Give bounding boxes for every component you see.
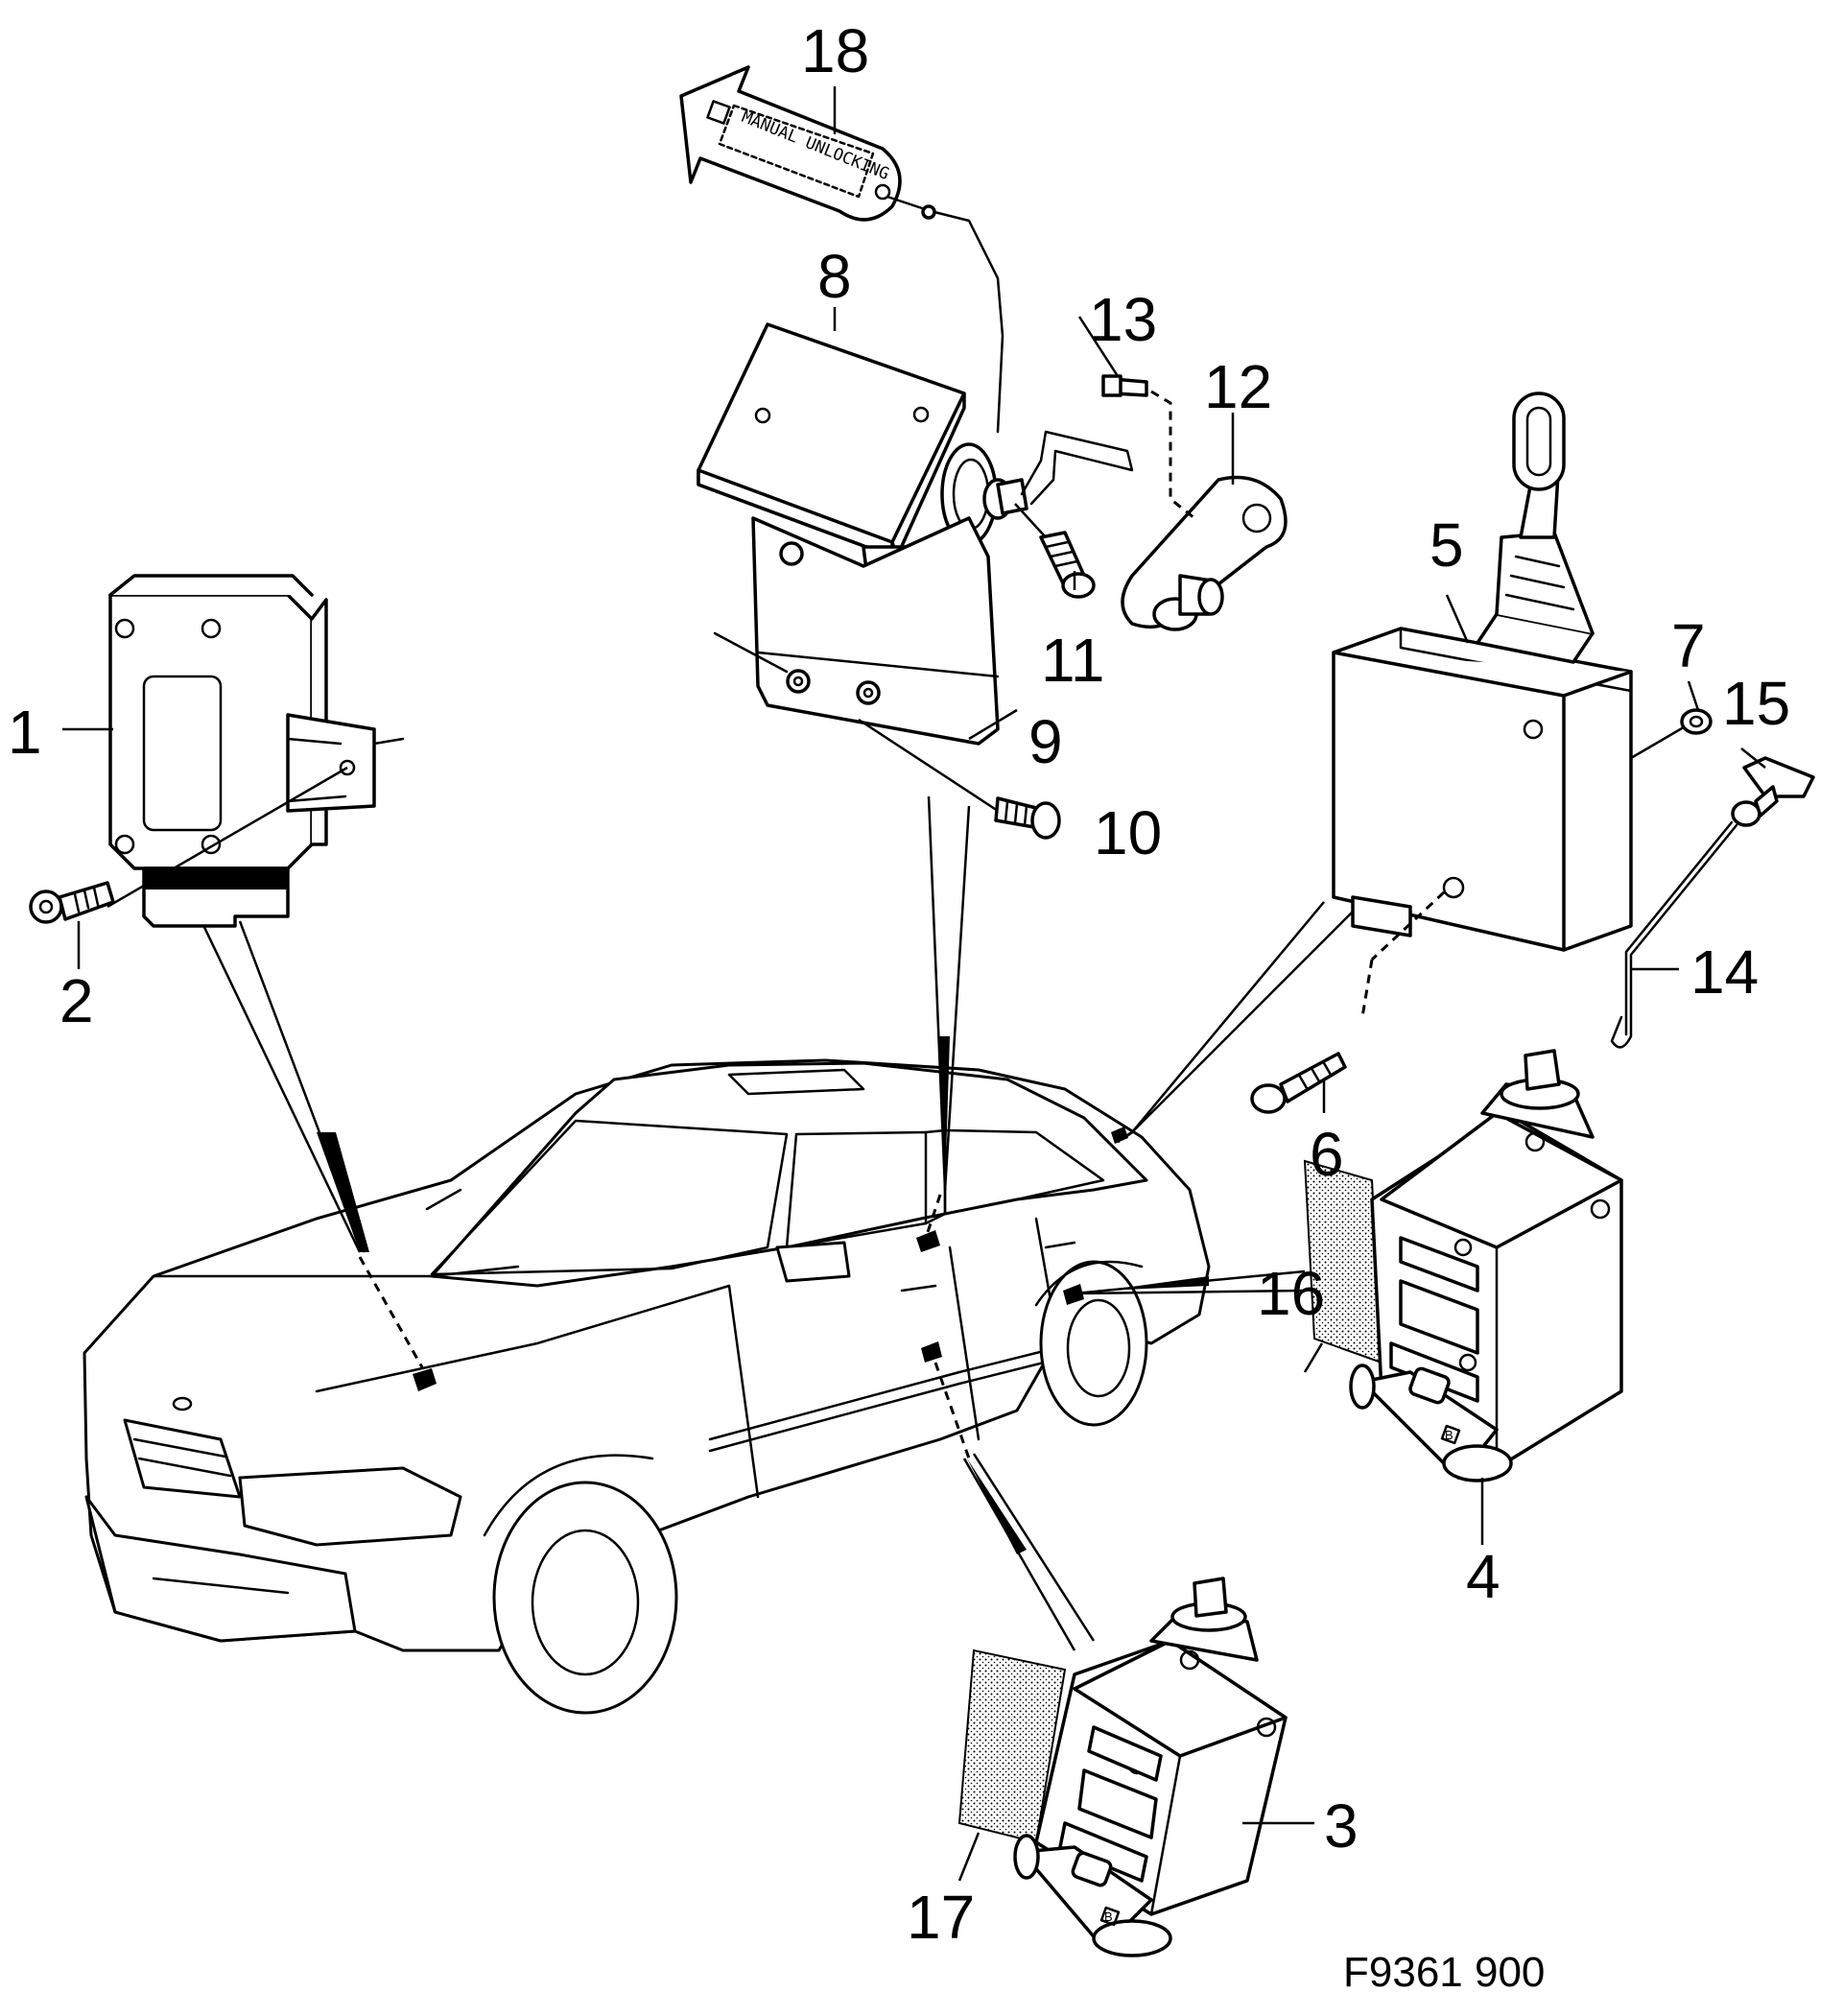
callout-7: 7 [1671,611,1706,680]
marker-front-door [921,1341,942,1363]
callout-13: 13 [1089,285,1157,354]
screw-part-10 [858,718,1061,840]
callout-15: 15 [1722,669,1790,738]
nut-part-7 [1630,708,1713,760]
callout-14: 14 [1690,937,1759,1007]
callout-3: 3 [1324,1791,1359,1861]
car-body [83,1058,1211,1715]
screw-part-6 [1250,890,1446,1114]
control-module-part-1 [108,574,405,928]
rod-part-14 [1610,820,1738,1049]
marker-b-pillar [916,1230,940,1252]
callout-leaders [62,86,1766,1545]
badge-b-upper: B [1445,1428,1453,1442]
tailgate-actuator-part-5 [1332,391,1633,952]
callout-2: 2 [59,966,94,1035]
marker-tailgate [1111,1127,1128,1144]
callout-12: 12 [1204,352,1272,421]
bracket-part-9 [713,516,1018,746]
pointer-lines [200,795,1354,1651]
callout-numbers: 1 2 3 4 5 6 7 8 9 10 11 12 13 14 15 16 1… [8,16,1790,1952]
marker-rear-door [1063,1284,1084,1305]
door-lock-actuator-part-3: B [957,1577,1314,1957]
screw-part-13 [1101,374,1195,520]
callout-16: 16 [1257,1259,1325,1328]
clip-part-15 [1731,756,1815,827]
figure-code: F9361 900 [1343,1949,1545,1996]
callout-18: 18 [801,16,869,85]
badge-b-lower: B [1104,1909,1113,1924]
callout-4: 4 [1466,1542,1500,1611]
location-markers [413,1127,1128,1391]
callout-10: 10 [1094,798,1162,867]
callout-9: 9 [1028,707,1063,776]
callout-11: 11 [1041,626,1104,695]
callout-5: 5 [1430,510,1464,580]
marker-hood [413,1368,437,1391]
callout-8: 8 [817,242,852,311]
callout-17: 17 [907,1883,975,1952]
door-lock-actuator-part-4: B [1303,1049,1623,1482]
screw-part-2 [29,766,348,924]
lever-part-12 [1121,475,1288,631]
screw-part-11 [1014,503,1096,599]
callout-6: 6 [1310,1120,1344,1189]
callout-1: 1 [8,698,42,767]
